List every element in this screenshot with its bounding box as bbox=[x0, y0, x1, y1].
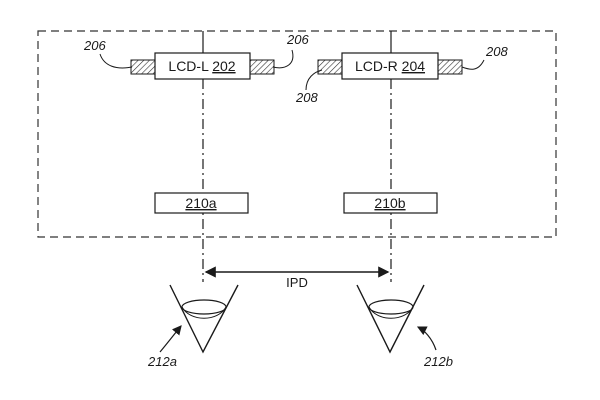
leader-206-right bbox=[272, 49, 294, 69]
ref-208-left: 208 bbox=[295, 90, 318, 105]
lcd-left-label: LCD-L 202 bbox=[168, 58, 235, 74]
lcd-right-box bbox=[341, 52, 439, 80]
leader-206-left bbox=[99, 53, 133, 69]
lcd-left-box bbox=[154, 52, 251, 80]
eye-left-label: 212a bbox=[147, 354, 177, 369]
lcd-right-hatch-left bbox=[317, 59, 343, 75]
eye-right bbox=[356, 284, 425, 354]
lcd-right-label: LCD-R 204 bbox=[355, 58, 425, 74]
lens-left-box bbox=[154, 192, 249, 214]
eye-left bbox=[169, 284, 239, 354]
lcd-right-hatch-right bbox=[437, 59, 463, 75]
lcd-left-hatch-left bbox=[130, 59, 156, 75]
lcd-right-ref: 204 bbox=[402, 58, 426, 74]
housing-frame bbox=[37, 30, 557, 238]
leader-208-left bbox=[305, 69, 323, 91]
ref-206-left: 206 bbox=[83, 38, 106, 53]
leader-208-right bbox=[461, 59, 485, 70]
ipd-label: IPD bbox=[286, 275, 308, 290]
lens-left-label: 210a bbox=[185, 195, 216, 211]
eye-right-label: 212b bbox=[423, 354, 453, 369]
lcd-left-ref: 202 bbox=[212, 58, 236, 74]
ref-206-right: 206 bbox=[286, 32, 309, 47]
lens-right-box bbox=[343, 192, 438, 214]
ref-208-right: 208 bbox=[485, 44, 508, 59]
leader-212a bbox=[159, 325, 182, 353]
lcd-left-hatch-right bbox=[249, 59, 275, 75]
leader-212b bbox=[416, 326, 437, 351]
lens-right-label: 210b bbox=[374, 195, 405, 211]
